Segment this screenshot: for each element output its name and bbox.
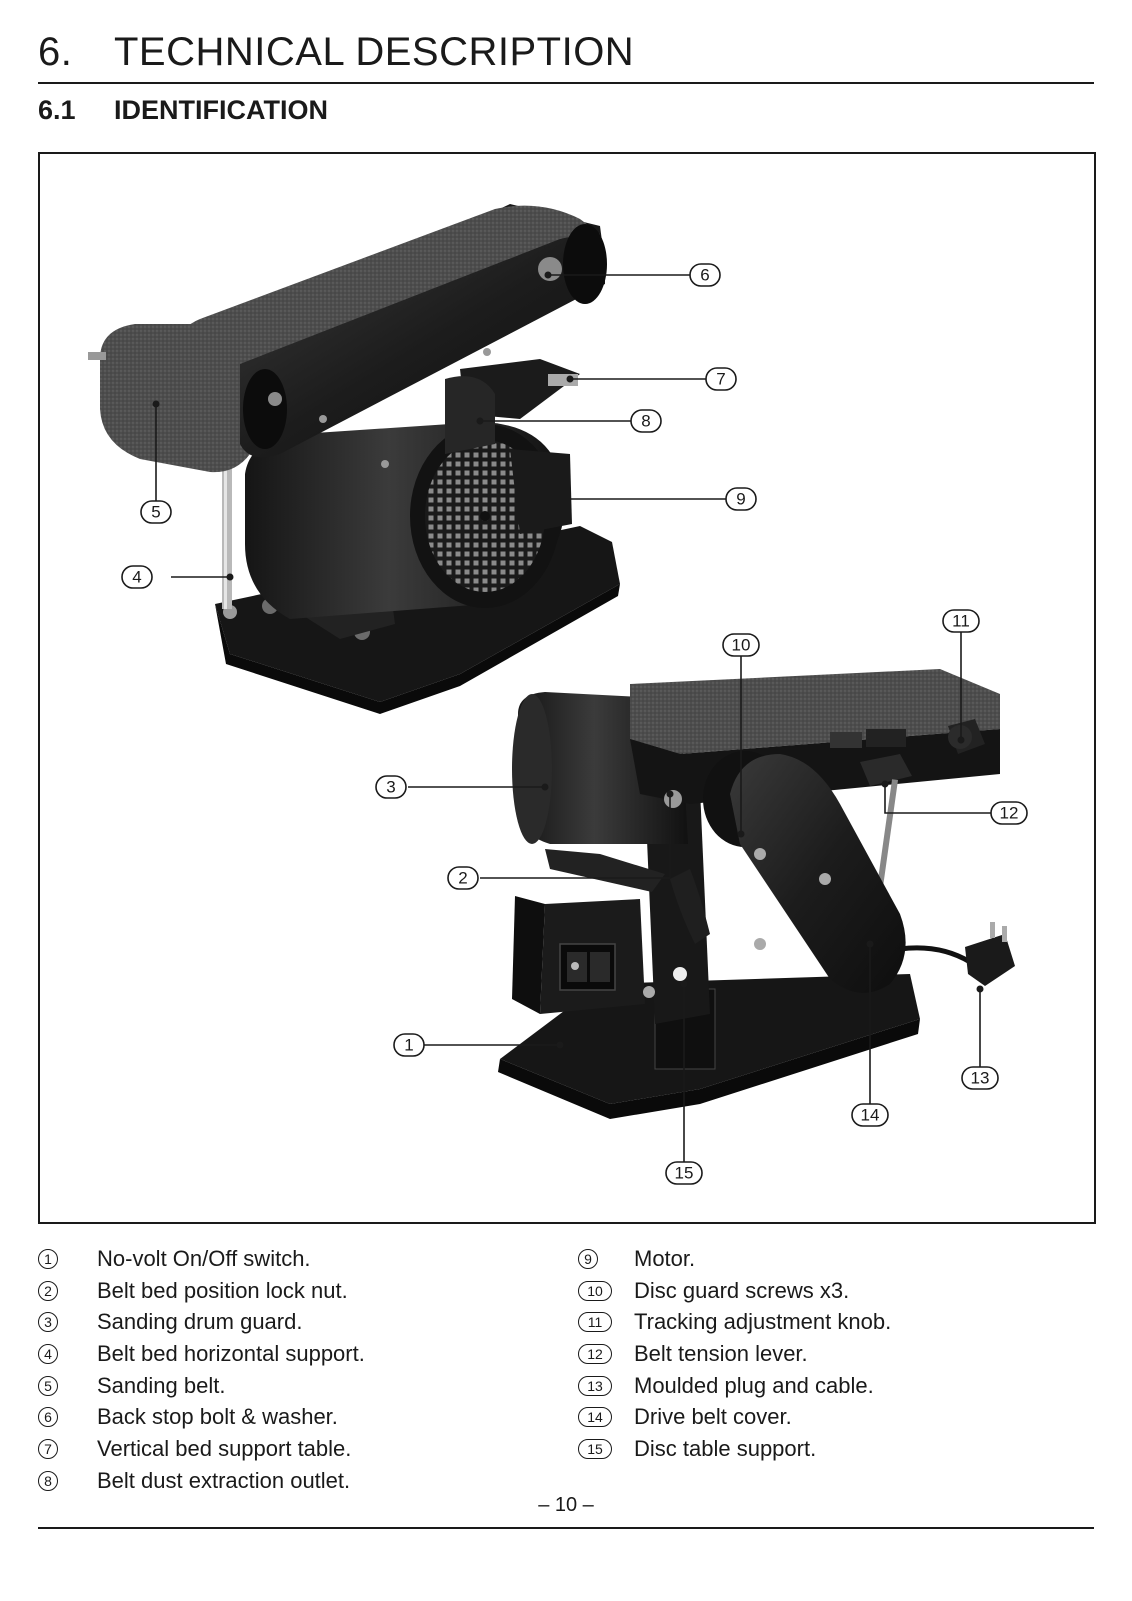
svg-text:14: 14 (861, 1106, 880, 1125)
callout-13: 13 (961, 1066, 999, 1090)
legend-item-13: 13 Moulded plug and cable. (578, 1370, 874, 1402)
parts-legend-left: 1 No-volt On/Off switch. 2 Belt bed positi… (38, 1243, 365, 1497)
legend-item-7: 7 Vertical bed support table. (38, 1433, 351, 1465)
legend-item-11: 11 Tracking adjustment knob. (578, 1306, 891, 1338)
header-rule (38, 82, 1094, 84)
subsection-number: 6.1 (38, 95, 76, 125)
legend-item-10: 10 Disc guard screws x3. (578, 1275, 849, 1307)
callout-5: 5 (140, 500, 172, 524)
legend-label: Belt bed horizontal support. (97, 1341, 365, 1367)
legend-item-12: 12 Belt tension lever. (578, 1338, 808, 1370)
callout-3: 3 (375, 775, 407, 799)
legend-label: Disc guard screws x3. (634, 1277, 850, 1303)
callout-15: 15 (665, 1161, 703, 1185)
legend-number: 11 (578, 1312, 612, 1333)
legend-number: 3 (38, 1312, 58, 1333)
subsection-title-text: IDENTIFICATION (114, 95, 328, 125)
callout-9: 9 (725, 487, 757, 511)
legend-number: 10 (578, 1280, 612, 1301)
legend-number: 4 (38, 1343, 58, 1364)
machine-rear-view (88, 204, 620, 714)
footer-rule (38, 1527, 1094, 1529)
legend-label: Belt tension lever. (634, 1341, 808, 1367)
callout-11: 11 (942, 609, 980, 633)
legend-label: Drive belt cover. (634, 1404, 792, 1430)
legend-number: 7 (38, 1438, 58, 1459)
legend-item-14: 14 Drive belt cover. (578, 1401, 792, 1433)
legend-number: 1 (38, 1248, 58, 1269)
legend-label: Sanding drum guard. (97, 1309, 303, 1335)
section-title: 6. TECHNICAL DESCRIPTION (38, 30, 634, 75)
callout-leaders (155, 274, 991, 1162)
legend-item-8: 8 Belt dust extraction outlet. (38, 1465, 350, 1497)
svg-text:10: 10 (732, 636, 751, 655)
legend-number: 9 (578, 1248, 598, 1269)
svg-text:7: 7 (716, 370, 725, 389)
legend-number: 8 (38, 1470, 58, 1491)
callout-4: 4 (121, 565, 153, 589)
svg-text:11: 11 (952, 612, 970, 631)
callout-14: 14 (851, 1103, 889, 1127)
identification-figure: 6 7 8 9 5 4 11 10 3 12 2 1 13 14 15 (38, 152, 1096, 1224)
svg-text:3: 3 (386, 778, 395, 797)
svg-text:6: 6 (700, 266, 709, 285)
legend-label: Disc table support. (634, 1436, 817, 1462)
legend-number: 6 (38, 1407, 58, 1428)
legend-item-9: 9 Motor. (578, 1243, 695, 1275)
svg-text:4: 4 (132, 568, 141, 587)
callout-12: 12 (990, 801, 1028, 825)
legend-number: 5 (38, 1375, 58, 1396)
svg-text:1: 1 (404, 1036, 413, 1055)
page-number: – 10 – (538, 1494, 594, 1516)
legend-label: Motor. (634, 1246, 696, 1271)
legend-item-5: 5 Sanding belt. (38, 1370, 225, 1402)
legend-label: No-volt On/Off switch. (97, 1246, 311, 1271)
legend-item-6: 6 Back stop bolt & washer. (38, 1401, 338, 1433)
callout-2: 2 (447, 866, 479, 890)
legend-item-15: 15 Disc table support. (578, 1433, 816, 1465)
callout-10: 10 (722, 633, 760, 657)
legend-item-4: 4 Belt bed horizontal support. (38, 1338, 365, 1370)
legend-item-3: 3 Sanding drum guard. (38, 1306, 302, 1338)
svg-text:2: 2 (458, 869, 467, 888)
legend-number: 2 (38, 1280, 58, 1301)
legend-label: Back stop bolt & washer. (97, 1404, 338, 1430)
callout-7: 7 (705, 367, 737, 391)
svg-text:12: 12 (1000, 804, 1019, 823)
legend-label: Vertical bed support table. (97, 1436, 352, 1462)
legend-label: Sanding belt. (97, 1372, 226, 1398)
legend-item-2: 2 Belt bed position lock nut. (38, 1275, 348, 1307)
legend-item-1: 1 No-volt On/Off switch. (38, 1243, 311, 1275)
subsection-title: 6.1 IDENTIFICATION (38, 95, 328, 126)
svg-text:13: 13 (971, 1069, 990, 1088)
machine-front-view (498, 669, 1015, 1119)
callout-8: 8 (630, 409, 662, 433)
svg-text:8: 8 (641, 412, 650, 431)
svg-text:5: 5 (151, 503, 160, 522)
callout-1: 1 (393, 1033, 425, 1057)
section-number: 6. (38, 30, 73, 74)
legend-number: 13 (578, 1375, 612, 1396)
svg-text:15: 15 (675, 1164, 694, 1183)
callout-dots (152, 271, 984, 1049)
section-title-text: TECHNICAL DESCRIPTION (114, 30, 635, 74)
sander-illustration: 6 7 8 9 5 4 11 10 3 12 2 1 13 14 15 (88, 204, 1028, 1185)
legend-label: Belt dust extraction outlet. (97, 1467, 351, 1493)
legend-number: 12 (578, 1343, 612, 1364)
legend-label: Tracking adjustment knob. (634, 1309, 892, 1335)
legend-label: Belt bed position lock nut. (97, 1277, 348, 1303)
parts-legend-right: 9 Motor. 10 Disc guard screws x3. 11 Tracki… (578, 1243, 891, 1465)
legend-number: 15 (578, 1438, 612, 1459)
legend-label: Moulded plug and cable. (634, 1372, 874, 1398)
legend-number: 14 (578, 1407, 612, 1428)
callout-6: 6 (689, 263, 721, 287)
svg-text:9: 9 (736, 490, 745, 509)
